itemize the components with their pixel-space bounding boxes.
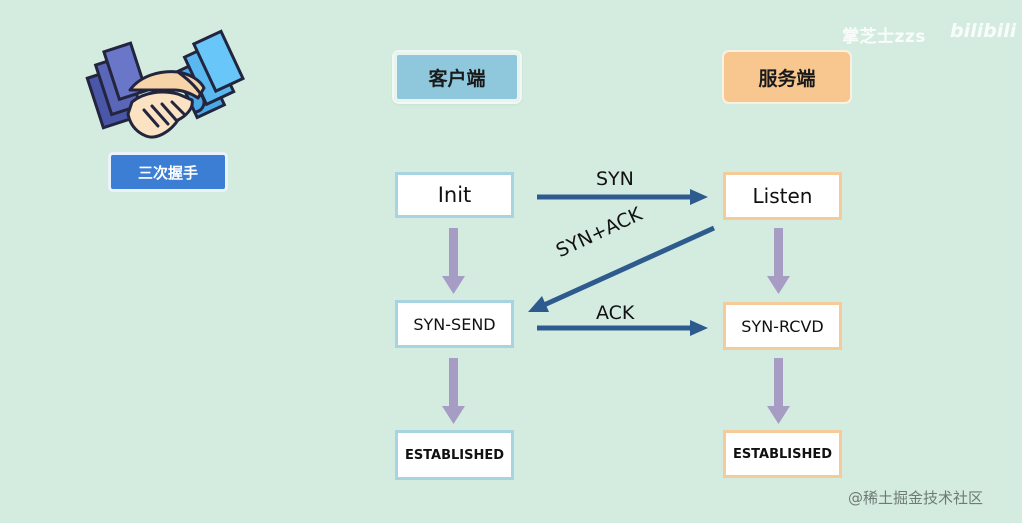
server-transition-arrow-2 bbox=[767, 358, 790, 424]
ack-arrow bbox=[537, 320, 708, 336]
watermark-author: 掌芝士zzs bbox=[842, 27, 926, 47]
server-header: 服务端 bbox=[722, 50, 852, 104]
client-state-init: Init bbox=[395, 172, 514, 218]
client-header: 客户端 bbox=[392, 50, 522, 104]
server-transition-arrow-1 bbox=[767, 228, 790, 294]
client-transition-arrow-2 bbox=[442, 358, 465, 424]
client-state-established: ESTABLISHED bbox=[395, 430, 514, 480]
syn-label: SYN bbox=[596, 168, 634, 190]
syn-arrow bbox=[537, 189, 708, 205]
watermark-brand: bilibili bbox=[950, 20, 1017, 42]
server-state-established: ESTABLISHED bbox=[723, 430, 842, 478]
server-state-listen: Listen bbox=[723, 172, 842, 220]
handshake-icon bbox=[85, 29, 245, 139]
client-transition-arrow-1 bbox=[442, 228, 465, 294]
server-state-syn-rcvd: SYN-RCVD bbox=[723, 302, 842, 350]
client-state-syn-send: SYN-SEND bbox=[395, 300, 514, 348]
three-way-handshake-badge: 三次握手 bbox=[108, 152, 228, 192]
syn-ack-arrow bbox=[528, 225, 716, 312]
ack-label: ACK bbox=[596, 302, 635, 324]
watermark-source: @稀土掘金技术社区 bbox=[848, 489, 984, 507]
